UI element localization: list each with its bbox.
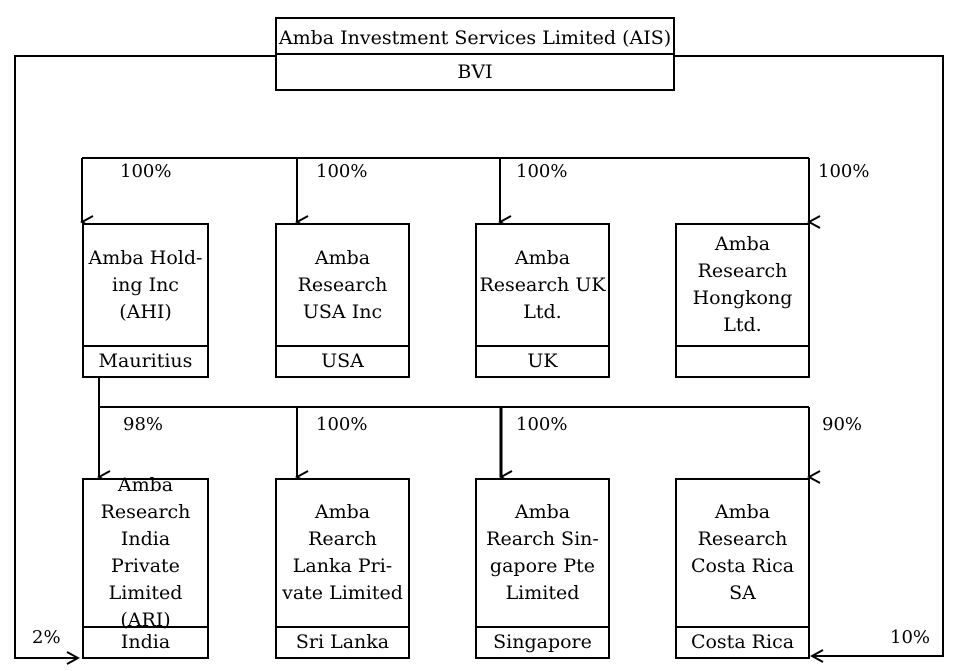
lanka-box: Amba Rearch Lanka Pri- vate Limited Sri … xyxy=(275,478,410,659)
singapore-box: Amba Rearch Sin- gapore Pte Limited Sing… xyxy=(475,478,610,659)
costarica-location: Costa Rica xyxy=(677,626,808,657)
pct-uk: 100% xyxy=(516,161,568,182)
pct-left-direct: 2% xyxy=(32,627,61,648)
costarica-name: Amba Research Costa Rica SA xyxy=(690,501,795,604)
hongkong-box: Amba Research Hongkong Ltd. xyxy=(675,223,810,378)
india-location: India xyxy=(84,626,207,657)
hongkong-location xyxy=(677,345,808,376)
pct-right-direct: 10% xyxy=(890,627,931,648)
ais-name: Amba Investment Services Limited (AIS) xyxy=(278,26,672,49)
uk-name: Amba Research UK Ltd. xyxy=(479,246,606,323)
pct-india: 98% xyxy=(123,414,164,435)
ahi-box: Amba Hold- ing Inc (AHI) Mauritius xyxy=(82,223,209,378)
ahi-location: Mauritius xyxy=(84,345,207,376)
pct-ahi: 100% xyxy=(120,161,172,182)
usa-location: USA xyxy=(277,345,408,376)
arrow-ais-to-india-direct xyxy=(14,55,275,658)
pct-usa: 100% xyxy=(316,161,368,182)
usa-name: Amba Research USA Inc xyxy=(297,246,388,323)
singapore-name: Amba Rearch Sin- gapore Pte Limited xyxy=(486,501,599,604)
india-box: Amba Research India Private Limited (ARI… xyxy=(82,474,209,659)
india-name: Amba Research India Private Limited (ARI… xyxy=(100,474,191,631)
pct-lanka: 100% xyxy=(316,414,368,435)
arrow-ais-to-costarica-direct xyxy=(675,55,944,656)
costarica-box: Amba Research Costa Rica SA Costa Rica xyxy=(675,478,810,659)
uk-box: Amba Research UK Ltd. UK xyxy=(475,223,610,378)
pct-costarica: 90% xyxy=(822,414,863,435)
usa-box: Amba Research USA Inc USA xyxy=(275,223,410,378)
hongkong-name: Amba Research Hongkong Ltd. xyxy=(692,233,793,336)
ahi-name: Amba Hold- ing Inc (AHI) xyxy=(88,246,203,323)
lanka-location: Sri Lanka xyxy=(277,626,408,657)
pct-hongkong: 100% xyxy=(818,161,870,182)
pct-singapore: 100% xyxy=(516,414,568,435)
singapore-location: Singapore xyxy=(477,626,608,657)
ais-location: BVI xyxy=(277,53,673,89)
lanka-name: Amba Rearch Lanka Pri- vate Limited xyxy=(282,501,403,604)
ais-box: Amba Investment Services Limited (AIS) B… xyxy=(275,17,675,91)
uk-location: UK xyxy=(477,345,608,376)
